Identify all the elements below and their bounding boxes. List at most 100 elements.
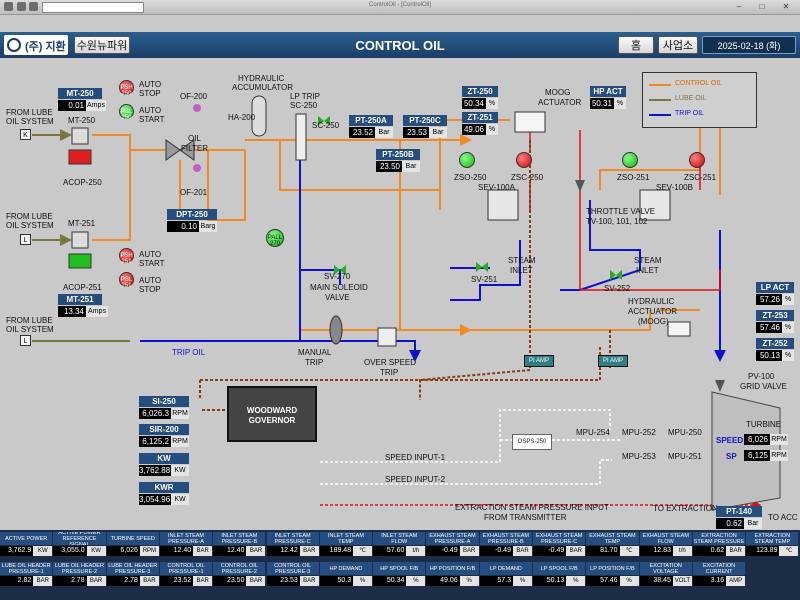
status-row1-unit: ℃ bbox=[779, 546, 799, 556]
status-row2-header: CONTROL OIL PRESSURE-3 bbox=[266, 562, 319, 575]
mt250-value: 0.01 bbox=[58, 100, 86, 111]
zt253-tag[interactable]: ZT-253 bbox=[756, 310, 794, 321]
l-box-2[interactable]: L bbox=[20, 335, 31, 346]
company-name: (주) 지환 bbox=[25, 41, 66, 53]
status-row2-header: EXCITATION CURRENT bbox=[692, 562, 746, 575]
mt250-name: MT-250 bbox=[68, 116, 96, 125]
status-row1-header: TURBINE SPEED bbox=[106, 532, 159, 545]
status-row1-header: EXTRACTION STEAM TEMP bbox=[746, 532, 799, 545]
close-button[interactable]: ✕ bbox=[782, 2, 790, 11]
address-input[interactable] bbox=[42, 2, 144, 13]
status-row1-value: 81.70 bbox=[586, 546, 620, 556]
lp-trip-label-2: SC-250 bbox=[290, 101, 318, 110]
si250-tag[interactable]: SI-250 bbox=[139, 396, 189, 407]
zt252-tag[interactable]: ZT-252 bbox=[756, 338, 794, 349]
status-row1-unit: KW bbox=[86, 546, 106, 556]
pt250a-tag[interactable]: PT-250A bbox=[349, 115, 393, 126]
throttle-label-2: TV-100, 101, 102 bbox=[586, 217, 648, 226]
dpt250-tag[interactable]: DPT-250 bbox=[167, 209, 217, 220]
pv100-label-2: GRID VALVE bbox=[740, 382, 787, 391]
to-acc-label: TO ACC bbox=[768, 513, 798, 522]
moog-label-2: ACTUATOR bbox=[538, 98, 582, 107]
status-row1-unit: BAR bbox=[246, 546, 266, 556]
mt251-value: 13.34 bbox=[58, 306, 86, 317]
hpact-tag[interactable]: HP ACT bbox=[590, 86, 626, 97]
k-box[interactable]: K bbox=[20, 129, 31, 140]
status-row1-header: EXHAUST STEAM FLOW bbox=[639, 532, 692, 545]
osps250-box[interactable]: OSPS-250 bbox=[512, 434, 552, 450]
turbine-sp-unit: RPM bbox=[770, 450, 788, 461]
control-signal-lines bbox=[199, 140, 611, 411]
lpact-tag[interactable]: LP ACT bbox=[756, 282, 794, 293]
psl250-lamp: PSL 250 bbox=[119, 104, 134, 121]
speed-label: SPEED bbox=[716, 436, 744, 445]
pt250b-tag[interactable]: PT-250B bbox=[376, 149, 420, 160]
status-row1-unit: ℃ bbox=[619, 546, 639, 556]
lp-trip-label-1: LP TRIP bbox=[290, 92, 320, 101]
turbine-speed-unit: RPM bbox=[770, 434, 788, 445]
hyd-acc-label-2: ACCUMULATOR bbox=[232, 83, 294, 92]
status-row1-value: 0.62 bbox=[692, 546, 727, 556]
zsc251-lamp bbox=[689, 152, 705, 168]
kw-unit: KW bbox=[171, 465, 189, 476]
zt251-tag[interactable]: ZT-251 bbox=[462, 112, 498, 123]
minimize-button[interactable]: – bbox=[736, 2, 742, 11]
pt140-tag[interactable]: PT-140 bbox=[716, 506, 762, 517]
mt251-tag[interactable]: MT-251 bbox=[58, 294, 102, 305]
pv100-label-1: PV-100 bbox=[748, 372, 775, 381]
acop250-pump-icon bbox=[68, 149, 92, 165]
sir200-tag[interactable]: SIR-200 bbox=[139, 424, 189, 435]
zsc250-lamp bbox=[516, 152, 532, 168]
status-row2-unit: BAR bbox=[86, 576, 106, 586]
status-row2-unit: AMP bbox=[726, 576, 746, 586]
hyd-acc-label-1: HYDRAULIC bbox=[238, 74, 285, 83]
status-row1-unit: t/h bbox=[672, 546, 692, 556]
l-box-1[interactable]: L bbox=[20, 234, 31, 245]
status-row2-unit: % bbox=[566, 576, 586, 586]
zt252-unit: % bbox=[782, 350, 794, 361]
pi-amp-1[interactable]: PI AMP bbox=[524, 355, 554, 367]
mt250-motor-icon bbox=[71, 127, 89, 145]
speed-signal-lines bbox=[320, 409, 762, 510]
pi-amp-2[interactable]: PI AMP bbox=[598, 355, 628, 367]
grid-valve-icon bbox=[715, 380, 725, 392]
auto-start-2: AUTO bbox=[139, 250, 162, 259]
mt250-tag[interactable]: MT-250 bbox=[58, 88, 102, 99]
status-row2-header: HP SPOOL F/B bbox=[373, 562, 426, 575]
steam-inlet-1a: STEAM bbox=[508, 256, 536, 265]
pt250c-tag[interactable]: PT-250C bbox=[403, 115, 447, 126]
pt250b-unit: Bar bbox=[402, 161, 420, 172]
status-row2-value: 50.3 bbox=[319, 576, 354, 586]
moog-label-1: MOOG bbox=[545, 88, 571, 97]
plant-button[interactable]: 수원뉴파워 bbox=[74, 36, 130, 54]
sir200-unit: RPM bbox=[171, 436, 189, 447]
kw-tag[interactable]: KW bbox=[139, 453, 189, 464]
psh251-lamp: PSH 251 bbox=[119, 248, 134, 265]
status-row2-header: LUBE OIL HEADER PRESSURE-2 bbox=[53, 562, 106, 575]
status-row2-header: LUBE OIL HEADER PRESSURE-1 bbox=[0, 562, 53, 575]
overspeed-label-1: OVER SPEED bbox=[364, 358, 417, 367]
sv252-valve-icon bbox=[610, 270, 622, 280]
auto-start-1b: START bbox=[139, 115, 165, 124]
label-oil-system-3: OIL SYSTEM bbox=[6, 325, 54, 334]
kwr-tag[interactable]: KWR bbox=[139, 482, 189, 493]
manual-trip-icon bbox=[329, 315, 343, 345]
forward-icon[interactable] bbox=[29, 2, 38, 11]
zt250-tag[interactable]: ZT-250 bbox=[462, 86, 498, 97]
status-row1-value: 12.83 bbox=[639, 546, 673, 556]
sp-label: SP bbox=[726, 452, 737, 461]
main-sol-label-1: MAIN SOLEOID bbox=[310, 283, 368, 292]
pall270-lamp: PALL 270 bbox=[266, 229, 284, 247]
status-row2-value: 3.16 bbox=[692, 576, 727, 586]
zso250-label: ZSO-250 bbox=[454, 173, 487, 182]
status-row2-unit: % bbox=[619, 576, 639, 586]
hpact-value: 50.31 bbox=[590, 98, 614, 109]
ha200-label: HA-200 bbox=[228, 113, 256, 122]
lpact-unit: % bbox=[782, 294, 794, 305]
home-button[interactable]: 홈 bbox=[618, 36, 654, 54]
woodward-governor[interactable]: WOODWARD GOVERNOR bbox=[227, 386, 317, 442]
back-icon[interactable] bbox=[17, 2, 26, 11]
maximize-button[interactable]: □ bbox=[759, 2, 765, 11]
overspeed-trip-icon bbox=[377, 327, 397, 347]
office-button[interactable]: 사업소 bbox=[658, 36, 698, 54]
